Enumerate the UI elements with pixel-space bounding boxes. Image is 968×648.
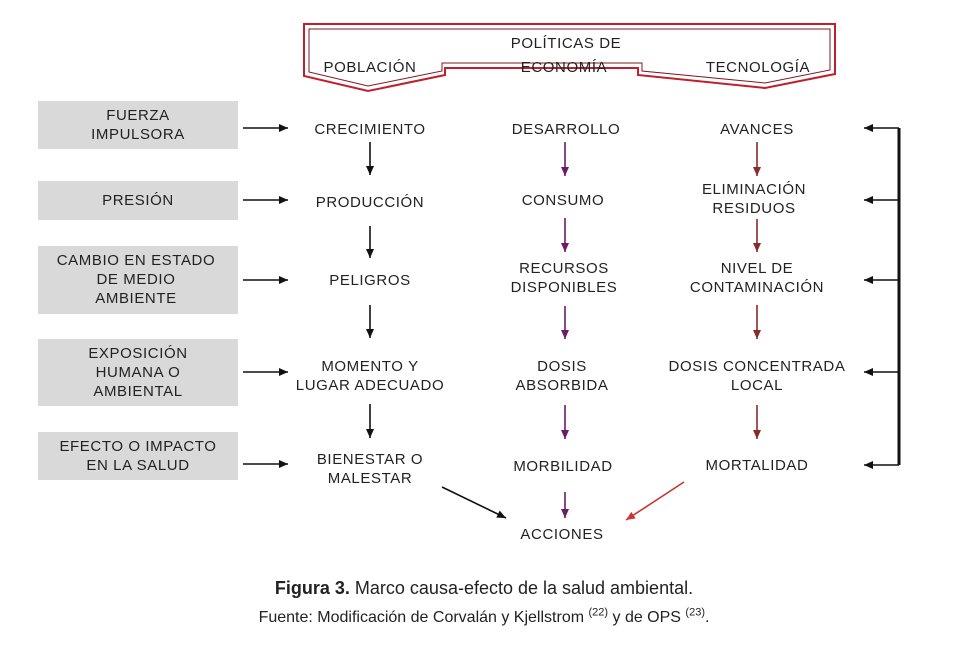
reference-23: (23) bbox=[685, 606, 705, 619]
figure-source: Fuente: Modificación de Corvalán y Kjell… bbox=[0, 606, 968, 627]
policy-column-tecnologia: TECNOLOGÍA bbox=[706, 59, 810, 76]
economia-item: MORBILIDAD bbox=[513, 458, 612, 475]
stage-arrows bbox=[243, 124, 288, 468]
flow-arrow bbox=[625, 481, 685, 521]
economia-item: CONSUMO bbox=[522, 192, 605, 209]
cause-effect-diagram: POLÍTICAS DE POBLACIÓN ECONOMÍA TECNOLOG… bbox=[38, 23, 901, 543]
policy-column-poblacion: POBLACIÓN bbox=[324, 59, 417, 76]
reference-22: (22) bbox=[588, 606, 609, 619]
poblacion-item: CRECIMIENTO bbox=[314, 121, 425, 138]
poblacion-item: PELIGROS bbox=[329, 272, 411, 289]
column-poblacion: CRECIMIENTO PRODUCCIÓN PELIGROS MOMENTO … bbox=[296, 121, 507, 519]
stage-box bbox=[38, 101, 238, 149]
policy-banner-inner-line bbox=[308, 28, 831, 87]
source-text: Fuente: Modificación de Corvalán y Kjell… bbox=[258, 609, 589, 626]
tecnologia-item: AVANCES bbox=[720, 121, 794, 138]
policy-banner-outline bbox=[303, 23, 836, 93]
policy-column-economia: ECONOMÍA bbox=[521, 59, 607, 76]
tecnologia-item: MORTALIDAD bbox=[706, 457, 809, 474]
feedback-bracket bbox=[864, 124, 901, 469]
stage-box bbox=[38, 246, 238, 314]
figure-text: Marco causa-efecto de la salud ambiental… bbox=[349, 578, 694, 598]
policy-banner-title: POLÍTICAS DE bbox=[511, 35, 622, 52]
stage-box bbox=[38, 339, 238, 406]
source-mid: y de OPS bbox=[608, 609, 686, 626]
flow-arrow bbox=[441, 486, 507, 519]
stage-box bbox=[38, 432, 238, 480]
policy-banner: POLÍTICAS DE POBLACIÓN ECONOMÍA TECNOLOG… bbox=[303, 23, 836, 93]
stage-label: PRESIÓN bbox=[102, 192, 174, 209]
figure-label: Figura 3. bbox=[274, 578, 350, 598]
figure-caption: Figura 3. Marco causa-efecto de la salud… bbox=[0, 578, 968, 599]
source-end: . bbox=[704, 609, 710, 626]
economia-item: DESARROLLO bbox=[512, 121, 621, 138]
outcome-acciones: ACCIONES bbox=[520, 526, 603, 543]
poblacion-item: PRODUCCIÓN bbox=[316, 194, 425, 211]
stage-presion: PRESIÓN bbox=[38, 181, 238, 220]
stage-box bbox=[38, 181, 238, 220]
